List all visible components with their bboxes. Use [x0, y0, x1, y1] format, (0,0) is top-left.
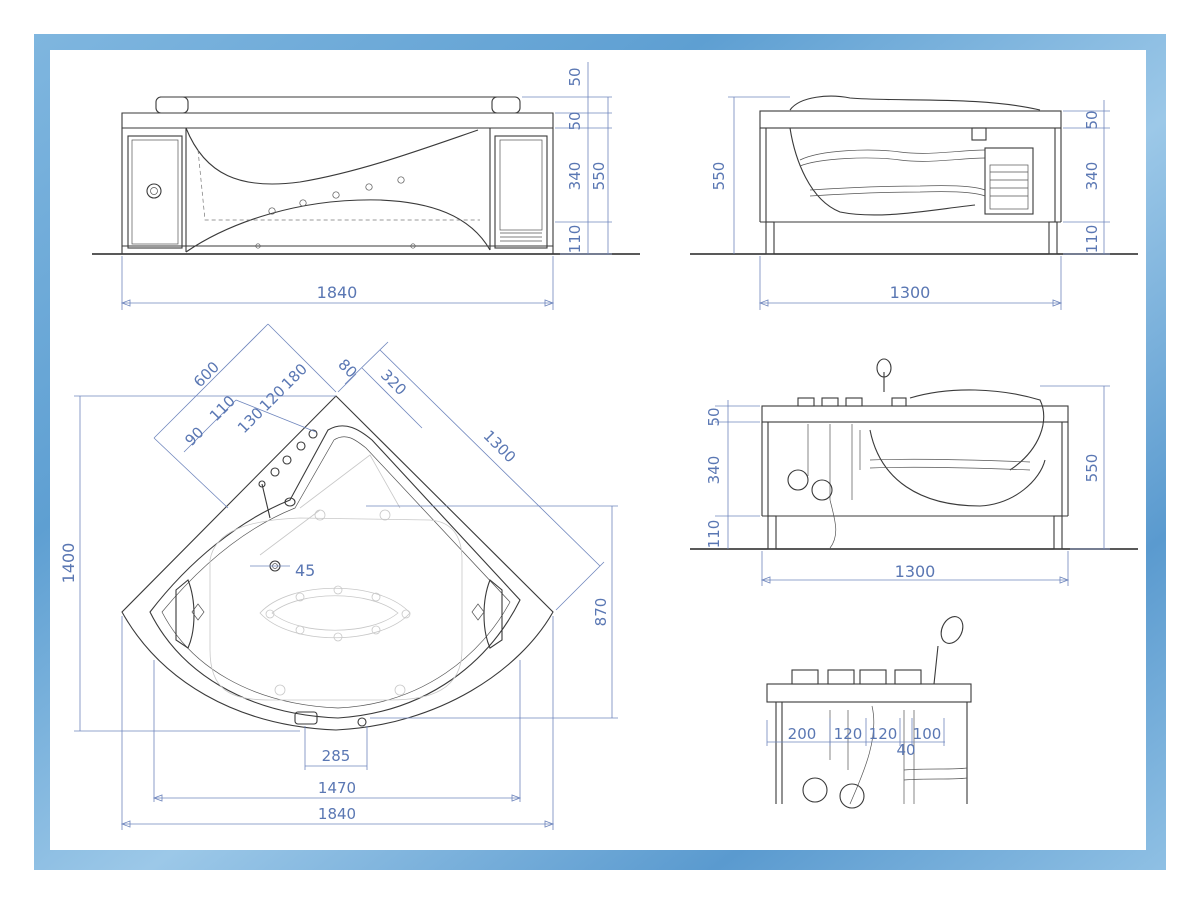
side-height-left-label: 550 [710, 162, 728, 191]
plan-view: 45 1400 870 285 1470 1840 1300 [59, 323, 618, 830]
dim-320-label: 320 [377, 366, 410, 399]
drain-offset-label: 285 [322, 747, 351, 765]
diagonal-label: 1300 [480, 427, 520, 467]
detail-120a-label: 120 [834, 725, 863, 743]
side-view-pump: 1300 550 50 340 110 [690, 95, 1138, 310]
dim-180-label: 180 [278, 360, 311, 393]
front-legs-label: 110 [566, 225, 584, 254]
faucet-body-label: 340 [705, 456, 723, 485]
front-width-label: 1840 [317, 283, 358, 302]
dim-80-label: 80 [334, 355, 360, 381]
detail-40-label: 40 [896, 741, 915, 759]
front-total-label: 550 [590, 162, 608, 191]
plan-depth-label: 1400 [59, 543, 78, 584]
plan-right-depth-label: 870 [592, 598, 610, 627]
side-view-faucet: 1300 50 340 110 550 [690, 358, 1138, 586]
side-body-label: 340 [1083, 162, 1101, 191]
detail-200-label: 200 [788, 725, 817, 743]
dim-90-label: 90 [181, 423, 207, 449]
inner-width-label: 1470 [318, 779, 356, 797]
faucet-legs-label: 110 [705, 520, 723, 549]
side-legs-label: 110 [1083, 225, 1101, 254]
faucet-height-label: 550 [1083, 454, 1101, 483]
detail-view: 200 120 120 100 40 [766, 616, 972, 809]
dim-110-label: 110 [206, 392, 239, 425]
front-top-label: 50 [566, 111, 584, 130]
plan-front-width-label: 1840 [318, 805, 356, 823]
front-rim-label: 50 [566, 67, 584, 86]
detail-120b-label: 120 [869, 725, 898, 743]
front-view: 1840 50 50 340 550 110 [92, 62, 640, 310]
side-width-label: 1300 [890, 283, 931, 302]
faucet-width-label: 1300 [895, 562, 936, 581]
overflow-label: 45 [295, 561, 315, 580]
front-body-label: 340 [566, 162, 584, 191]
dim-600-label: 600 [190, 358, 223, 391]
faucet-top-label: 50 [705, 407, 723, 426]
detail-100-label: 100 [913, 725, 942, 743]
side-top-label: 50 [1083, 110, 1101, 129]
